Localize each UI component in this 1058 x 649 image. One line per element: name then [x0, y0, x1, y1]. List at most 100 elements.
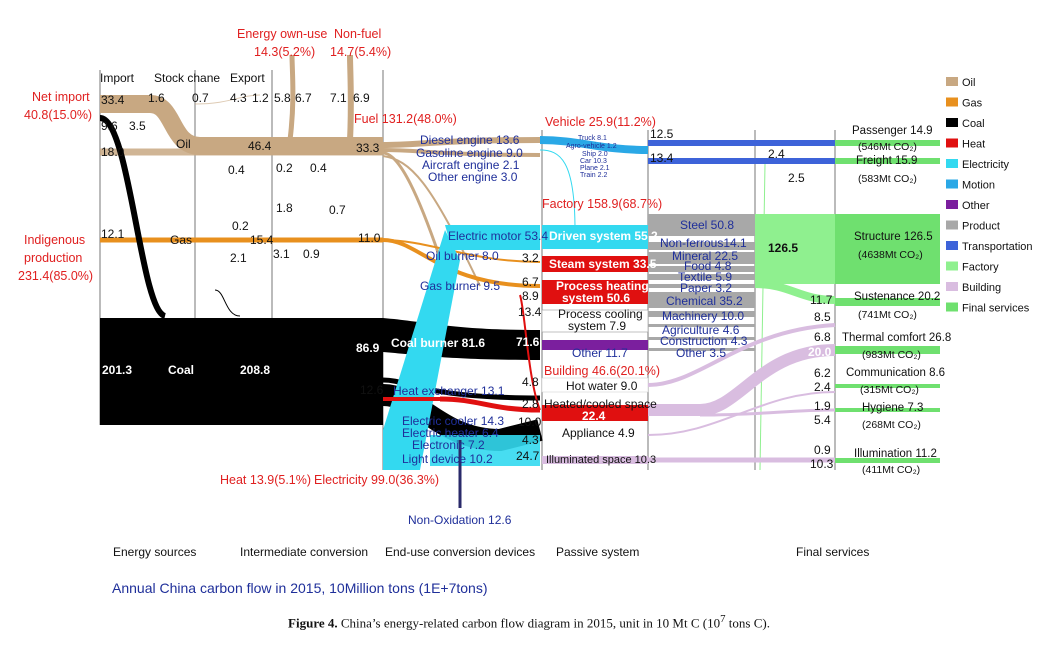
gas-label: Gas	[170, 233, 192, 247]
n208_8: 208.8	[240, 363, 270, 377]
n1_9: 1.9	[814, 399, 831, 413]
other-product-label: Other 3.5	[676, 346, 726, 360]
passive-labels: Process cooling system 7.9 Hot water 9.0…	[544, 307, 657, 466]
illumination-label: Illumination 11.2	[854, 448, 937, 460]
electricity-flows	[383, 136, 649, 508]
fuel-label: Fuel 131.2(48.0%)	[354, 112, 457, 126]
n24_7: 24.7	[516, 449, 540, 463]
n20_0: 20.0	[808, 345, 832, 359]
n6_9: 6.9	[353, 91, 370, 105]
appliance-label: Appliance 4.9	[562, 426, 635, 440]
thermal-co2: (983Mt CO₂)	[862, 349, 921, 361]
legend-swatch	[946, 220, 958, 230]
process-heating-1: Process heating	[556, 279, 649, 293]
legend-label: Building	[962, 282, 1001, 294]
n10_3: 10.3	[810, 457, 834, 471]
n0_7a: 0.7	[192, 91, 209, 105]
legend-label: Electricity	[962, 159, 1010, 171]
n11_0: 11.0	[358, 231, 381, 245]
electric-motor-label: Electric motor 53.4	[448, 229, 548, 243]
non-oxidation-label: Non-Oxidation 12.6	[408, 513, 512, 527]
gasoline-engine-label: Gasoline engine 9.0	[416, 146, 523, 160]
heat-flows	[383, 294, 541, 413]
legend-swatch	[946, 118, 958, 127]
n1_8: 1.8	[276, 201, 293, 215]
legend-swatch	[946, 302, 958, 312]
product-boxes	[648, 214, 755, 351]
passive-boxes	[541, 225, 649, 464]
n13_4: 13.4	[650, 151, 674, 165]
n3_2: 3.2	[522, 251, 539, 265]
device-labels: Diesel engine 13.6 Gasoline engine 9.0 A…	[393, 133, 548, 527]
driven-system-label: Driven system 55.2	[549, 229, 658, 243]
indigenous-value: 231.4(85.0%)	[18, 269, 93, 283]
production-label: production	[24, 251, 82, 265]
legend-label: Product	[962, 221, 1000, 233]
legend-swatch	[946, 282, 958, 291]
n6_8: 6.8	[814, 330, 831, 344]
chemical-label: Chemical 35.2	[666, 294, 743, 308]
legend-label: Transportation	[962, 241, 1033, 253]
steel-label: Steel 50.8	[680, 218, 734, 232]
agriculture-label: Agriculture 4.6	[662, 323, 740, 337]
structure-label: Structure 126.5	[854, 231, 933, 243]
legend-label: Factory	[962, 262, 999, 274]
other-engine-label: Other engine 3.0	[428, 170, 518, 184]
n11_7: 11.7	[810, 293, 833, 307]
white-labels: 201.3 Coal 208.8 86.9 Coal burner 81.6 7…	[102, 229, 832, 449]
legend-label: Oil	[962, 77, 975, 89]
n126_5: 126.5	[768, 241, 798, 255]
stage-energy-sources: Energy sources	[113, 545, 196, 559]
n2_4b: 2.4	[814, 380, 831, 394]
legend-swatch	[946, 179, 958, 189]
n6_2: 6.2	[814, 366, 831, 380]
n0_2b: 0.2	[232, 219, 249, 233]
oil-label: Oil	[176, 137, 191, 151]
plane-label: Plane 2.1	[580, 165, 610, 172]
n4_3b: 4.3	[522, 433, 539, 447]
n12_6: 12.6	[360, 383, 384, 397]
n0_4a: 0.4	[228, 163, 245, 177]
passenger-co2: (546Mt CO₂)	[858, 141, 917, 153]
n4_3: 4.3	[230, 91, 247, 105]
n5_4: 5.4	[814, 413, 831, 427]
black-labels: Import Stock chane Export Oil Gas 1.6 0.…	[100, 71, 834, 471]
n5_8: 5.8	[274, 91, 291, 105]
n46_4: 46.4	[248, 139, 272, 153]
n3_5: 3.5	[129, 119, 146, 133]
n71_6: 71.6	[516, 335, 540, 349]
n3_1: 3.1	[273, 247, 290, 261]
legend-swatch	[946, 138, 958, 148]
legend: OilGasCoalHeatElectricityMotionOtherProd…	[946, 77, 1033, 315]
illumination-co2: (411Mt CO₂)	[862, 464, 920, 476]
n12_1: 12.1	[101, 227, 125, 241]
aircraft-engine-label: Aircraft engine 2.1	[422, 158, 520, 172]
vehicle-label: Vehicle 25.9(11.2%)	[545, 115, 656, 129]
n2_1: 2.1	[230, 251, 247, 265]
light-device-label: Light device 10.2	[402, 452, 493, 466]
n18_0: 18.0	[101, 145, 125, 159]
n95_7: 95.7	[356, 435, 380, 449]
machinery-label: Machinery 10.0	[662, 309, 744, 323]
net-import-value: 40.8(15.0%)	[24, 108, 92, 122]
indigenous-label: Indigenous	[24, 233, 85, 247]
non-fuel-label: Non-fuel	[334, 27, 381, 41]
caption-sup: 7	[720, 613, 726, 625]
legend-label: Other	[962, 200, 990, 212]
agro-label: Agro-vehicle 1.2	[566, 143, 617, 150]
hygiene-label: Hygiene 7.3	[862, 402, 923, 414]
structure-co2: (4638Mt CO₂)	[858, 249, 923, 261]
nonferrous-label: Non-ferrous14.1	[660, 236, 747, 250]
heat-label: Heat 13.9(5.1%)	[220, 473, 311, 487]
n0_7b: 0.7	[329, 203, 346, 217]
building-flows	[647, 323, 836, 463]
legend-swatch	[946, 261, 958, 271]
n15_4: 15.4	[250, 233, 274, 247]
n0_9b: 0.9	[814, 443, 831, 457]
stage-passive: Passive system	[556, 545, 639, 559]
n2_4: 2.4	[768, 147, 785, 161]
final-bars	[835, 140, 940, 463]
caption-label: Figure 4.	[288, 615, 338, 631]
heated-cooled-label: Heated/cooled space	[544, 397, 657, 411]
n0_4b: 0.4	[310, 161, 327, 175]
